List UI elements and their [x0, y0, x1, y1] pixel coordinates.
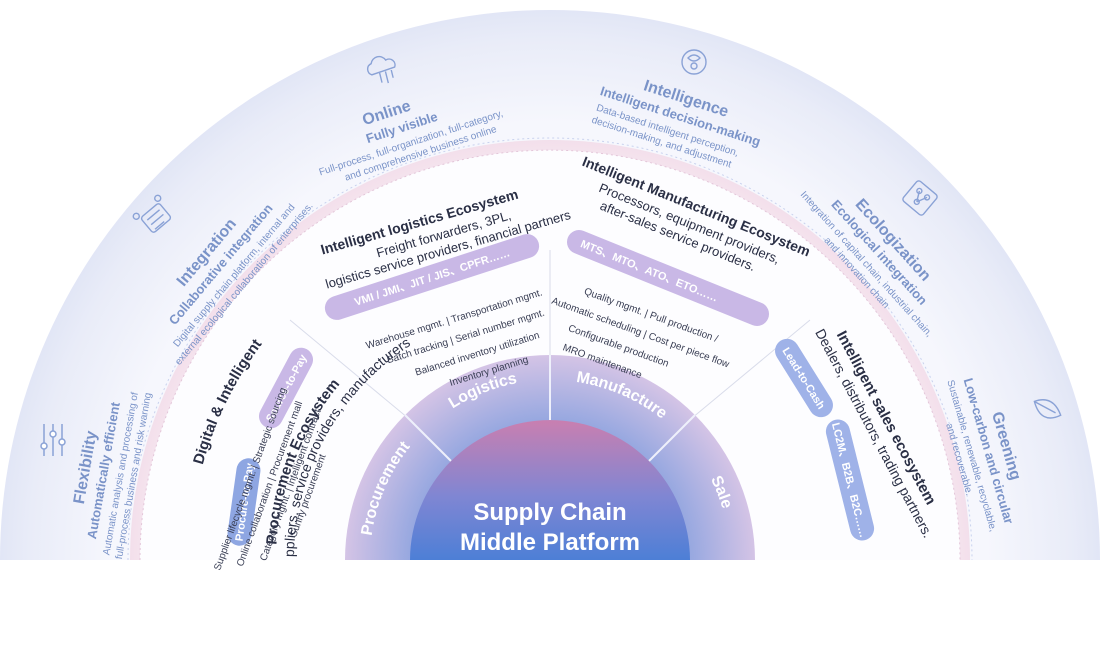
core-title-line2: Middle Platform — [460, 529, 640, 556]
leaf-icon — [1033, 399, 1062, 419]
cloud-icon — [366, 55, 396, 84]
pill-procure-to-pay: Procure-to-Pay — [227, 458, 261, 546]
core-title-line1: Supply Chain — [473, 499, 626, 526]
brain-icon — [681, 49, 707, 75]
outer-dotted-divider — [127, 137, 973, 561]
nodes-icon — [902, 180, 938, 216]
network-icon — [132, 194, 172, 233]
segment-dividers — [404, 355, 696, 462]
core-circle — [410, 420, 690, 560]
procurement-items: Supplier lifecycle mgmt. | Strategic sou… — [212, 386, 328, 572]
sliders-icon — [40, 424, 66, 456]
